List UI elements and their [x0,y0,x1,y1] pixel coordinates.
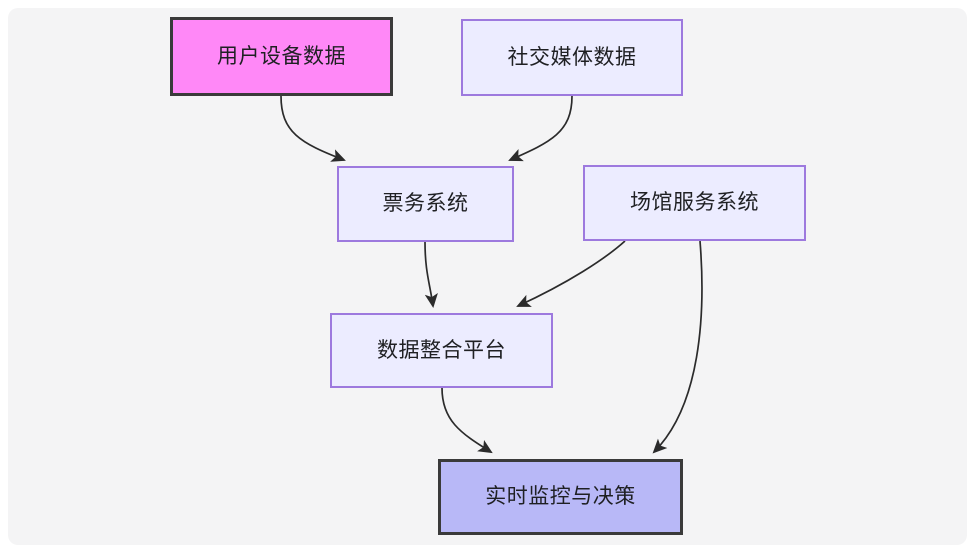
node-realtime-monitoring-decision[interactable]: 实时监控与决策 [438,459,683,535]
node-label-user-device-data: 用户设备数据 [217,44,346,68]
node-data-integration-platform[interactable]: 数据整合平台 [330,313,553,388]
diagram-board-background [8,8,967,545]
node-ticketing-system[interactable]: 票务系统 [337,166,514,242]
node-label-social-media-data: 社交媒体数据 [507,45,637,69]
node-user-device-data[interactable]: 用户设备数据 [170,17,393,96]
node-label-data-integration-platform: 数据整合平台 [377,338,506,362]
node-label-realtime-monitoring-decision: 实时监控与决策 [485,485,636,509]
node-label-ticketing-system: 票务系统 [382,192,469,216]
node-social-media-data[interactable]: 社交媒体数据 [461,19,683,96]
node-label-venue-service-system: 场馆服务系统 [630,191,759,215]
node-venue-service-system[interactable]: 场馆服务系统 [583,165,806,241]
